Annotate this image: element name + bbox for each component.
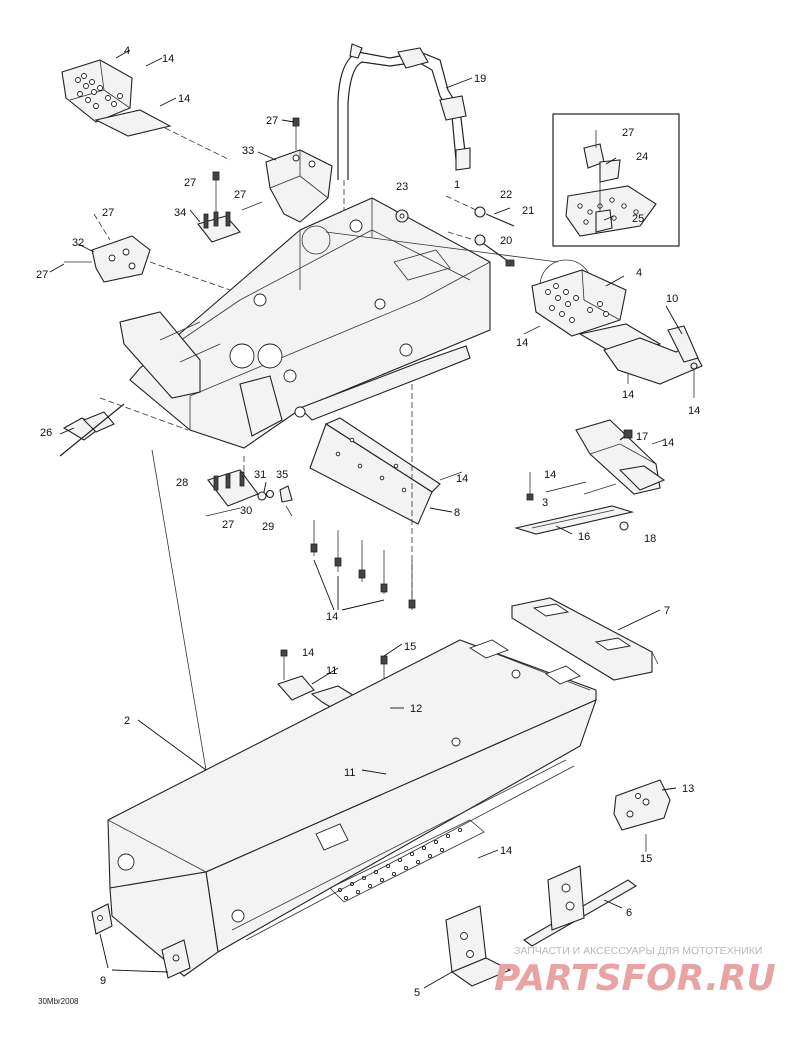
callout-labels: 4 14 14 19 27 33 27 27 34 27 32 27 23 1 … [36,45,700,999]
callout-33: 33 [242,145,254,157]
callout-27: 27 [266,115,278,127]
callout-27: 27 [36,269,48,281]
callout-27: 27 [622,127,634,139]
watermark-subtitle: ЗАПЧАСТИ И АКСЕССУАРЫ ДЛЯ МОТОТЕХНИКИ [514,945,762,957]
callout-14: 14 [622,389,634,401]
callout-14: 14 [162,53,174,65]
callout-15: 15 [640,853,652,865]
callout-20: 20 [500,235,512,247]
callout-14: 14 [326,611,338,623]
fasteners-20-23 [395,195,515,267]
part-3-bracket [575,419,666,495]
callout-27: 27 [102,207,114,219]
part-34-hinge [197,171,263,243]
part-9-brackets [91,903,191,979]
part-13-bracket [613,779,671,852]
callout-34: 34 [174,207,186,219]
callout-1: 1 [454,179,460,191]
callout-21: 21 [522,205,534,217]
callout-7: 7 [664,605,670,617]
callout-9: 9 [100,975,106,987]
callout-17: 17 [636,431,648,443]
callout-14: 14 [302,647,314,659]
callout-11: 11 [326,665,337,677]
part-10-bracket [603,325,703,398]
callout-19: 19 [474,73,486,85]
part-26-latch [59,397,189,457]
callout-14: 14 [544,469,556,481]
callout-25: 25 [632,213,644,225]
main-frame-upper [119,197,593,449]
part-32-plate [64,213,231,291]
part-5-bracket [445,905,512,987]
callout-14: 14 [456,473,468,485]
leader-lines [49,49,683,989]
callout-4: 4 [636,267,642,279]
callout-35: 35 [276,469,288,481]
callout-32: 32 [72,237,84,249]
callout-12: 12 [410,703,422,715]
callout-23: 23 [396,181,408,193]
screw-group-14 [310,520,416,610]
watermark-brand: PARTSFOR.RU [494,958,776,999]
part-33-bracket [265,117,333,223]
callout-11: 11 [344,767,355,779]
callout-29: 29 [262,521,274,533]
callout-4: 4 [124,45,130,57]
callout-14: 14 [662,437,674,449]
callout-5: 5 [414,987,420,999]
part-8-panel [309,384,463,610]
part-28-hinge-assembly [205,456,293,517]
part-19-steering-support [337,43,471,230]
part-2-tunnel [107,449,597,977]
callout-26: 26 [40,427,52,439]
figure-code: 30Mbr2008 [38,997,79,1006]
callout-22: 22 [500,189,512,201]
part-16-strip [513,472,635,535]
callout-18: 18 [644,533,656,545]
callout-27: 27 [184,177,196,189]
callout-14: 14 [688,405,700,417]
watermark: ЗАПЧАСТИ И АКСЕССУАРЫ ДЛЯ МОТОТЕХНИКИ PA… [494,945,776,999]
callout-13: 13 [682,783,694,795]
callout-15: 15 [404,641,416,653]
part-7-plate [511,597,659,681]
part-4-footrest-left [61,59,231,161]
part-11-bracket-upper [277,649,315,701]
callout-14: 14 [516,337,528,349]
callout-14: 14 [178,93,190,105]
callout-24: 24 [636,151,648,163]
callout-28: 28 [176,477,188,489]
callout-2: 2 [124,715,130,727]
callout-3: 3 [542,497,548,509]
part-6-bracket [523,865,637,947]
callout-31: 31 [254,469,266,481]
callout-27: 27 [222,519,234,531]
callout-27: 27 [234,189,246,201]
callout-6: 6 [626,907,632,919]
callout-10: 10 [666,293,678,305]
callout-8: 8 [454,507,460,519]
callout-14: 14 [500,845,512,857]
callout-16: 16 [578,531,590,543]
inset-detail [552,113,680,247]
callout-30: 30 [240,505,252,517]
